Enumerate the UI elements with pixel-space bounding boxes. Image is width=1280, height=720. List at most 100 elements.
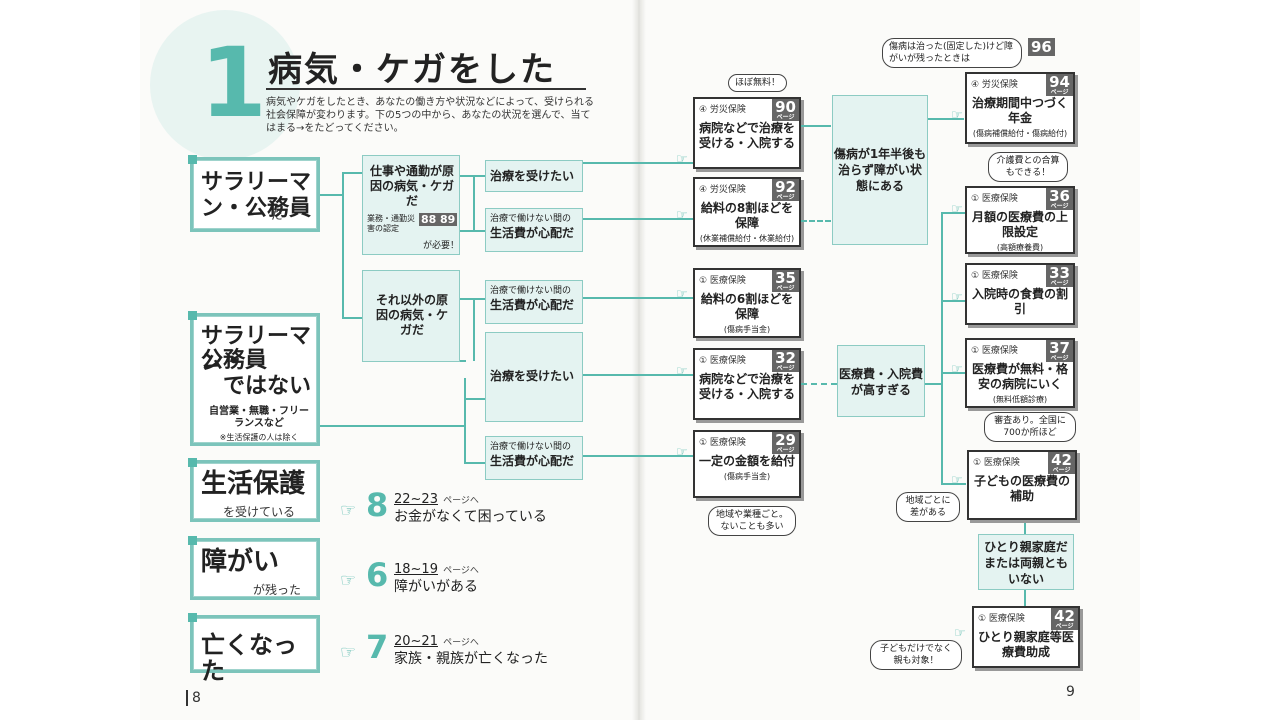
ref-pages: 20~21 ページへ	[394, 630, 479, 649]
corner-mark	[188, 613, 197, 622]
dashed-connector	[801, 383, 837, 385]
result-small: (無料低額診療)	[992, 395, 1048, 404]
note-bubble-page96: 傷病は治った(固定した)けど障がいが残ったときは	[882, 38, 1022, 68]
connector-line	[925, 383, 941, 385]
state-high-cost: 医療費・入院費が高すぎる	[837, 345, 925, 417]
note-bubble: 審査あり。全国に700か所ほど	[984, 412, 1076, 442]
result-small: (高額療養費)	[996, 243, 1044, 252]
connector-line	[941, 372, 966, 374]
page-number: 92	[775, 178, 796, 196]
result-main: 月額の医療費の上限設定	[971, 210, 1068, 239]
insurance-tag: ④ 労災保険	[699, 105, 746, 115]
result-small: (傷病手当金)	[723, 325, 771, 334]
question-living-1: 治療で働けない間の 生活費が心配だ	[485, 208, 583, 252]
question-treat-2: 治療を受けたい	[485, 332, 583, 422]
page-unit: ページ	[776, 447, 795, 454]
page-unit: ページ	[1050, 280, 1069, 287]
category-line1: サラリーマン・	[201, 324, 312, 375]
intro-text: 病気やケガをしたとき、あなたの働き方や状況などによって、受けられる社会保障が変わ…	[266, 97, 594, 134]
category-salaryman: サラリーマン・公務員 だ	[188, 155, 320, 232]
connector-line	[473, 298, 475, 361]
connector-line	[464, 378, 466, 463]
ref-pages: 22~23 ページへ	[394, 488, 479, 507]
category-label: 障がい	[201, 547, 280, 577]
result-main: 一定の金額を給付	[698, 454, 795, 468]
page-number: 35	[775, 269, 796, 287]
corner-mark	[188, 458, 197, 467]
insurance-tag: ① 医療保険	[971, 271, 1018, 281]
ref-unit: ページへ	[443, 638, 479, 648]
connector-line	[342, 172, 362, 174]
question-small: 治療で働けない間の	[490, 286, 572, 296]
page-number: 36	[1049, 187, 1070, 205]
ref-pages: 18~19 ページへ	[394, 558, 479, 577]
page-number: 37	[1049, 339, 1070, 357]
connector-line	[583, 162, 693, 164]
pointing-hand-icon: ☞	[676, 152, 688, 167]
state-disability: 傷病が1年半後も治らず障がい状態にある	[832, 95, 928, 245]
ref-unit: ページへ	[443, 496, 479, 506]
condition-other-cause: それ以外の原因の病気・ケガだ	[362, 270, 460, 362]
page-unit: ページ	[1052, 467, 1071, 474]
page-number: 42	[1051, 451, 1072, 469]
connector-line	[473, 175, 475, 231]
connector-line	[928, 118, 964, 120]
page-title: 病気・ケガをした	[268, 50, 556, 90]
page-unit: ページ	[776, 114, 795, 121]
category-disability: 障がい が残った	[188, 536, 320, 600]
category-welfare: 生活保護 を受けている	[188, 458, 320, 522]
pointing-hand-icon: ☞	[954, 626, 966, 641]
result-text: 給料の8割ほどを保障(休業補償給付・休業給付)	[695, 201, 799, 246]
pointing-hand-icon: ☞	[676, 208, 688, 223]
ref-page-range: 22~23	[394, 492, 438, 507]
category-line3: ではない	[223, 374, 312, 399]
insurance-tag: ① 医療保険	[978, 614, 1025, 624]
result-text: 病院などで治療を受ける・入院する	[698, 121, 795, 150]
condition-text: 仕事や通勤が原因の病気・ケガだ	[369, 164, 454, 208]
insurance-tag: ① 医療保険	[699, 438, 746, 448]
ref-page-range: 18~19	[394, 562, 438, 577]
connector-line	[941, 483, 966, 485]
connector-line	[1024, 590, 1026, 606]
pointing-hand-icon: ☞	[340, 642, 357, 663]
page-badge: 96	[1028, 38, 1055, 56]
question-living-2: 治療で働けない間の 生活費が心配だ	[485, 280, 583, 324]
page-unit: ページ	[776, 194, 795, 201]
chapter-number: 1	[200, 27, 267, 139]
question-main: 生活費が心配だ	[490, 226, 575, 240]
ref-chapter-number: 7	[366, 628, 389, 666]
ref-text: 家族・親族が亡くなった	[394, 651, 548, 667]
question-main: 生活費が心配だ	[490, 298, 575, 312]
result-text: 治療期間中つづく年金(傷病補償給付・傷病給付)	[967, 96, 1073, 141]
category-label: サラリーマン・公務員	[201, 170, 312, 221]
connector-line	[320, 425, 465, 427]
page-ref: 88	[419, 213, 439, 226]
pointing-hand-icon: ☞	[676, 287, 688, 302]
result-text: 給料の6割ほどを保障(傷病手当金)	[695, 292, 799, 337]
page-unit: ページ	[1050, 203, 1069, 210]
page-number: 29	[775, 431, 796, 449]
title-rule	[266, 88, 586, 90]
page-number: 94	[1049, 73, 1070, 91]
connector-line	[460, 230, 486, 232]
category-sub: を受けている	[223, 505, 296, 519]
connector-line	[320, 194, 342, 196]
question-main: 生活費が心配だ	[490, 454, 575, 468]
connector-line	[1024, 520, 1026, 534]
category-label: 亡くなった	[201, 631, 297, 685]
condition-note: が必要！	[423, 241, 460, 251]
ref-chapter-number: 8	[366, 486, 389, 524]
pointing-hand-icon: ☞	[951, 362, 963, 377]
